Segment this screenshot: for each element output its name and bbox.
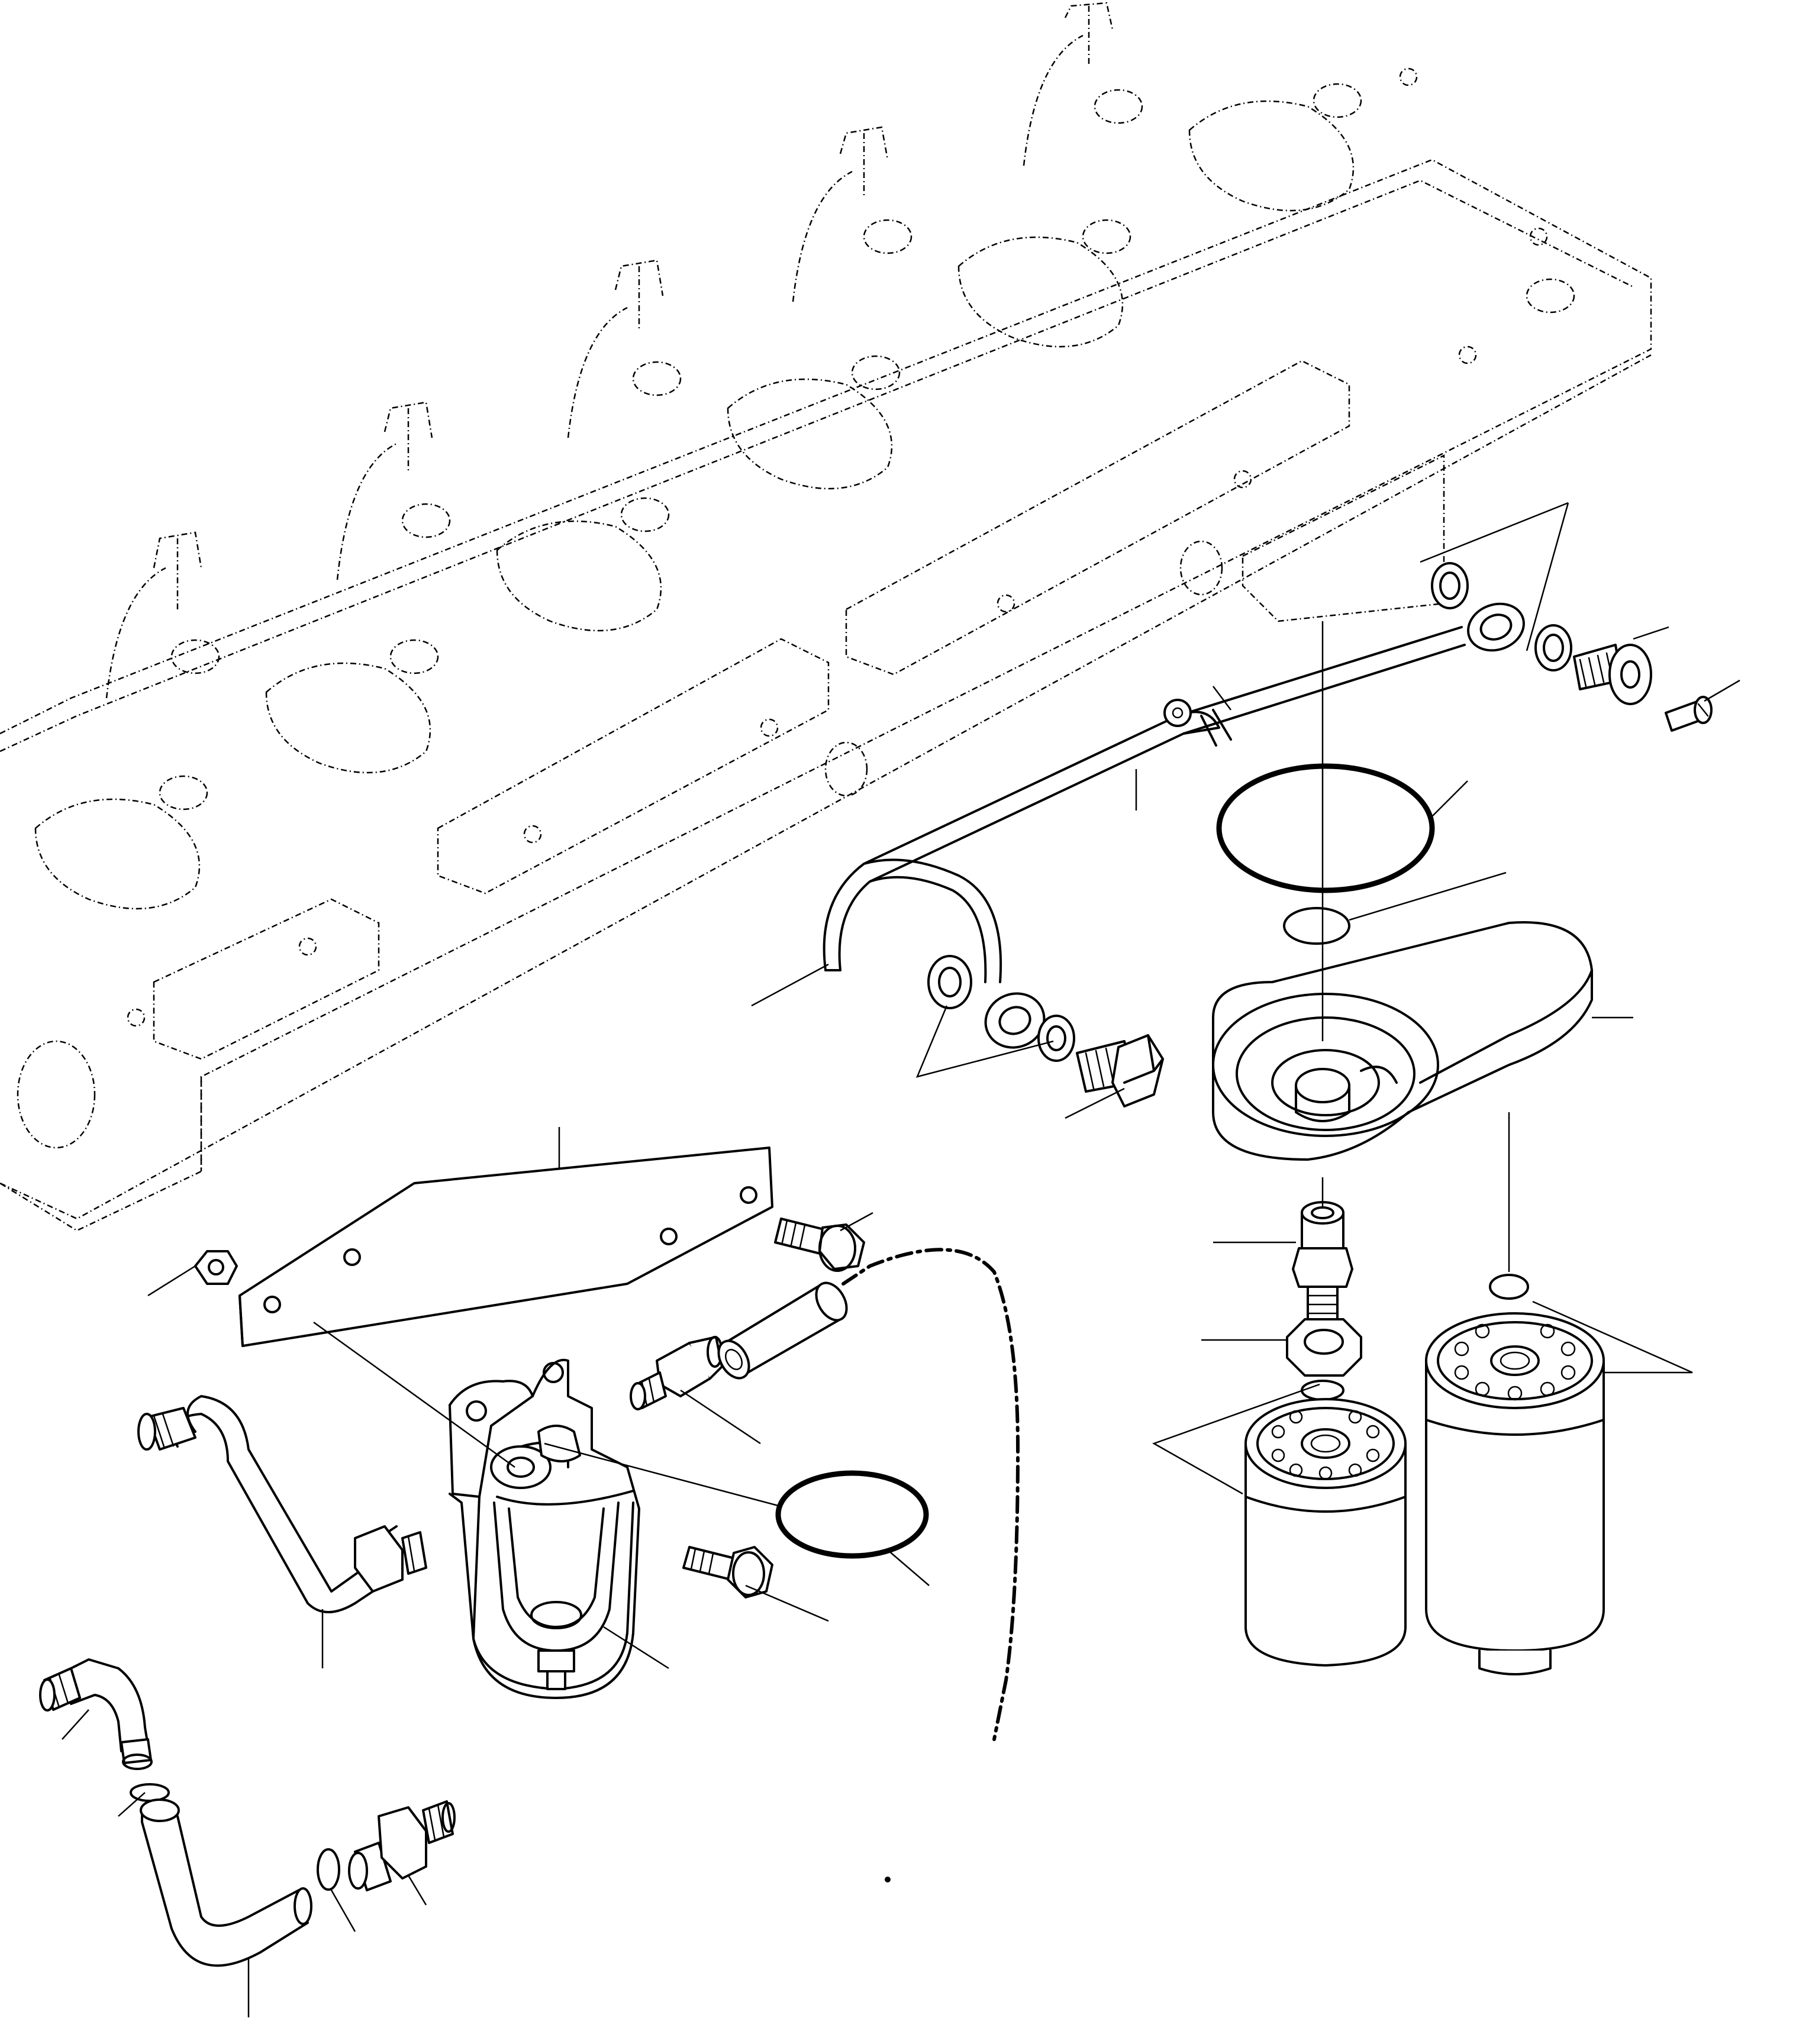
small-o-ring — [1283, 907, 1350, 945]
small-o-ring — [317, 1848, 340, 1891]
oil-filter-cartridge — [1244, 1398, 1407, 1667]
cylinder-head — [0, 2, 1652, 1232]
elbow-fitting — [39, 1658, 153, 1770]
marker-dot — [885, 1877, 891, 1882]
screw — [1665, 696, 1713, 732]
small-o-ring — [1489, 1274, 1529, 1300]
adapter-nipple — [1292, 1201, 1353, 1320]
hex-nut — [194, 1250, 238, 1285]
filter-head — [1212, 921, 1593, 1161]
banjo-fitting-lower — [927, 955, 1075, 1062]
fuel-filter-cartridge — [1425, 1312, 1605, 1675]
banjo-bolt-lower — [1076, 1034, 1164, 1107]
banjo-bolt-upper — [1573, 644, 1652, 705]
fuel-route-line — [841, 1248, 1020, 1741]
flange-bolt — [774, 1218, 865, 1272]
flange-bolt — [682, 1546, 773, 1599]
fuel-hose — [140, 1798, 312, 1967]
hose-adapter — [348, 1800, 456, 1891]
sleeve — [717, 1281, 848, 1380]
mounting-bracket — [238, 1147, 773, 1347]
small-o-ring — [130, 1783, 170, 1802]
banjo-fitting-upper — [1431, 562, 1572, 671]
large-o-ring — [1216, 763, 1435, 893]
oil-pipe — [823, 626, 1466, 983]
leader-lines — [62, 502, 1740, 2017]
connector — [630, 1336, 723, 1410]
filter-bowl-o-ring — [775, 1470, 929, 1559]
fuel-hose — [137, 1395, 427, 1613]
small-o-ring — [1301, 1380, 1344, 1401]
nut — [1286, 1318, 1362, 1377]
fuel-filter-assembly — [449, 1358, 640, 1699]
